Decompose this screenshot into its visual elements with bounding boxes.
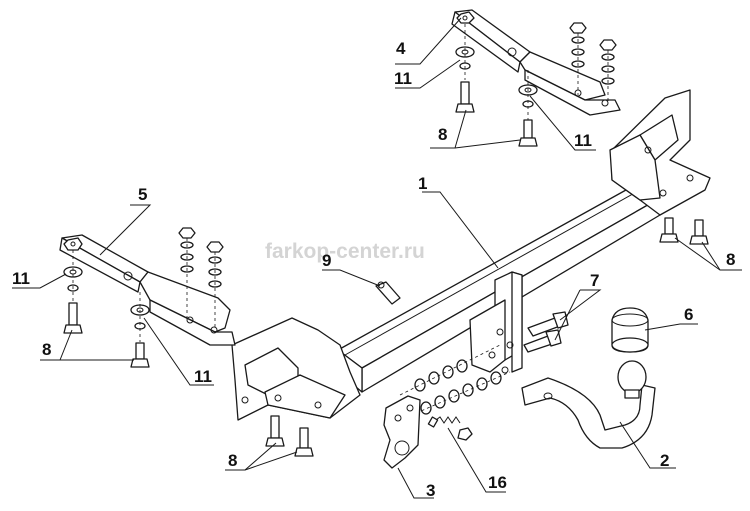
bolt-part-7-b — [523, 329, 562, 353]
callout-8-right: 8 — [726, 250, 735, 269]
bolt-part-8-left-a — [63, 302, 83, 334]
callout-9: 9 — [322, 251, 331, 270]
nut-washer-stack-right-a — [569, 22, 587, 95]
washer-part-11-top-b — [518, 70, 538, 120]
callout-7: 7 — [590, 271, 599, 290]
washer-part-11-left-b — [130, 292, 150, 342]
callout-1: 1 — [418, 174, 427, 193]
watermark-text: farkop-center.ru — [265, 240, 425, 263]
washer-part-11-left-a — [63, 250, 83, 302]
callout-2: 2 — [660, 451, 669, 470]
callout-6: 6 — [684, 305, 693, 324]
bolt-part-8-right-b — [689, 219, 709, 245]
nut-washer-stack-left-b — [206, 241, 224, 330]
socket-plate-part-3 — [383, 395, 421, 469]
nut-washer-stack-right-b — [599, 39, 617, 103]
callout-11-left-b: 11 — [194, 367, 212, 386]
central-mount-plates — [469, 271, 523, 374]
nut-washer-stack-left-a — [178, 227, 196, 320]
callout-16: 16 — [488, 473, 507, 492]
callout-3: 3 — [426, 481, 435, 500]
bolt-part-8-bottom-a — [265, 415, 285, 447]
callout-11-left-a: 11 — [12, 269, 30, 288]
ball-cover-part-6 — [611, 307, 649, 353]
bolt-part-9 — [375, 281, 401, 305]
spring-bolt-part-16 — [427, 416, 473, 441]
callout-8-left: 8 — [42, 340, 51, 359]
bolt-part-8-top-a — [455, 81, 475, 113]
callout-11-top-a: 11 — [394, 69, 412, 88]
callout-5: 5 — [138, 185, 147, 204]
leader-lines — [12, 17, 742, 499]
bolt-part-8-top-b — [518, 119, 538, 147]
callout-8-top: 8 — [438, 125, 447, 144]
bolt-part-8-right-a — [659, 217, 679, 243]
side-member-part-5 — [59, 234, 236, 346]
bolt-part-8-bottom-b — [294, 427, 314, 457]
callout-8-bottom: 8 — [228, 451, 237, 470]
left-side-bracket — [231, 317, 361, 421]
right-side-bracket — [609, 89, 711, 216]
tow-ball-arm-part-2 — [521, 360, 656, 449]
washer-part-11-top-a — [455, 24, 475, 80]
central-nut-washer-rows — [399, 344, 511, 419]
callout-4: 4 — [396, 39, 406, 58]
bolt-part-8-left-b — [130, 342, 150, 368]
callout-11-top-b: 11 — [574, 131, 592, 150]
side-member-part-4 — [451, 9, 621, 116]
